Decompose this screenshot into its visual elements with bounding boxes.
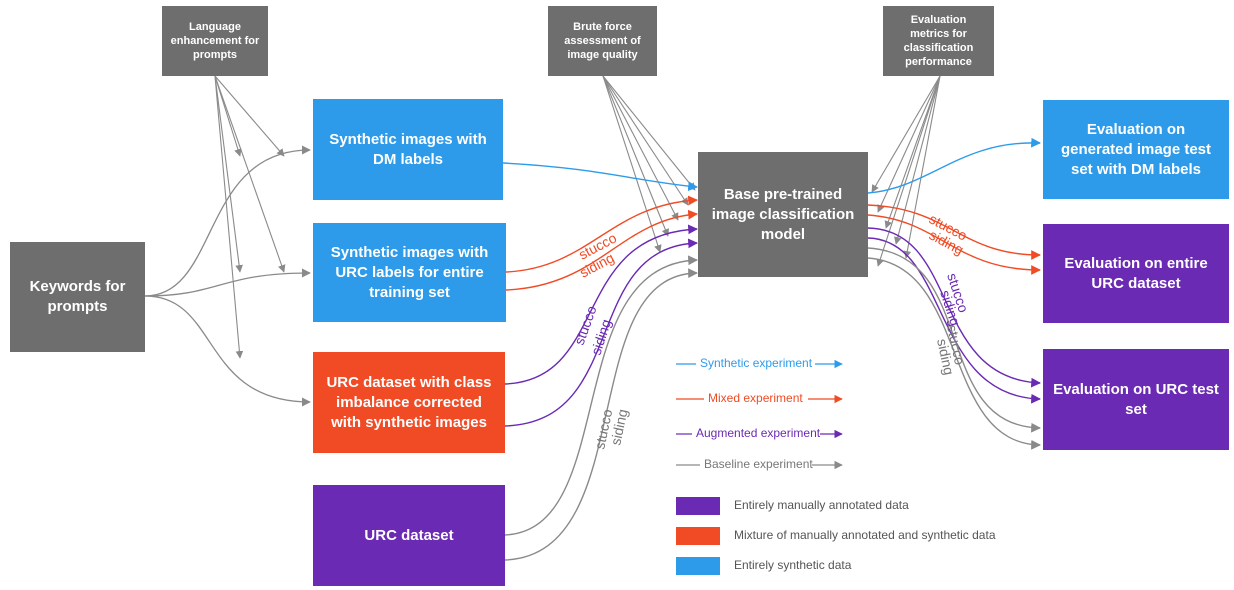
edge-metrics-4 [894,75,941,245]
legend-swatch-synthetic [676,557,720,575]
edge-mixed-siding-out [867,214,1041,275]
node-eval-test: Evaluation on URC test set [1043,349,1229,450]
legend-augmented-experiment: Augmented experiment [696,426,821,440]
edge-keywords-urc-imbalance [144,295,311,407]
node-eval-metrics: Evaluation metrics for classification pe… [883,6,994,76]
node-urc-dataset: URC dataset [313,485,505,586]
legend-synthetic-experiment: Synthetic experiment [700,356,813,370]
legend-synthetic-data: Entirely synthetic data [734,558,852,572]
node-urc-imbalance: URC dataset with class imbalance correct… [313,352,505,453]
edge-brute-2 [602,75,689,206]
legend-swatch-manual [676,497,720,515]
legend-manual-data: Entirely manually annotated data [734,498,909,512]
node-language-enhancement: Language enhancement for prompts [162,6,268,76]
label-base-siding-in: siding [607,408,630,447]
legend-mixed-experiment: Mixed experiment [708,391,803,405]
legend-swatch-mixture [676,527,720,545]
edge-keywords-synthetic-urc [144,268,311,297]
edge-metrics-1 [871,75,941,193]
edge-brute-1 [602,75,696,191]
edge-mixed-siding-in [505,209,698,291]
label-base-siding-out: siding [934,337,957,376]
node-synthetic-dm: Synthetic images with DM labels [313,99,503,200]
edge-keywords-synthetic-dm [144,145,311,297]
node-brute-force: Brute force assessment of image quality [548,6,657,76]
edge-base-stucco-in [504,255,698,536]
edge-base-siding-out [867,257,1041,450]
edge-language-2 [214,75,286,273]
edge-mixed-stucco-in [505,195,698,273]
edge-base-siding-in [504,268,698,561]
legend-baseline-experiment: Baseline experiment [704,457,813,471]
node-eval-entire: Evaluation on entire URC dataset [1043,224,1229,323]
edge-language-4 [214,75,242,157]
node-synthetic-urc: Synthetic images with URC labels for ent… [313,223,506,322]
edge-synthetic-dm-to-model [502,162,698,192]
edge-language-5 [214,75,243,273]
edge-brute-5 [602,75,662,253]
edge-metrics-5 [903,75,941,259]
edge-metrics-6 [876,75,941,267]
edge-aug-siding-in [504,238,698,427]
edge-aug-stucco-out [867,227,1041,388]
edge-metrics-3 [884,75,941,229]
legend-mixture-data: Mixture of manually annotated and synthe… [734,528,996,542]
edge-brute-4 [602,75,669,237]
edge-language-3 [214,75,244,359]
node-eval-generated: Evaluation on generated image test set w… [1043,100,1229,199]
edge-base-stucco-out [867,247,1041,433]
edge-language-1 [214,75,285,157]
edge-mixed-stucco-out [867,204,1041,260]
node-keywords: Keywords for prompts [10,242,145,352]
edge-brute-3 [602,75,679,221]
edge-model-to-eval-generated [867,137,1041,194]
edge-metrics-2 [877,75,941,213]
edge-aug-stucco-in [504,224,698,385]
edge-aug-siding-out [867,237,1041,404]
node-base-model: Base pre-trained image classification mo… [698,152,868,277]
